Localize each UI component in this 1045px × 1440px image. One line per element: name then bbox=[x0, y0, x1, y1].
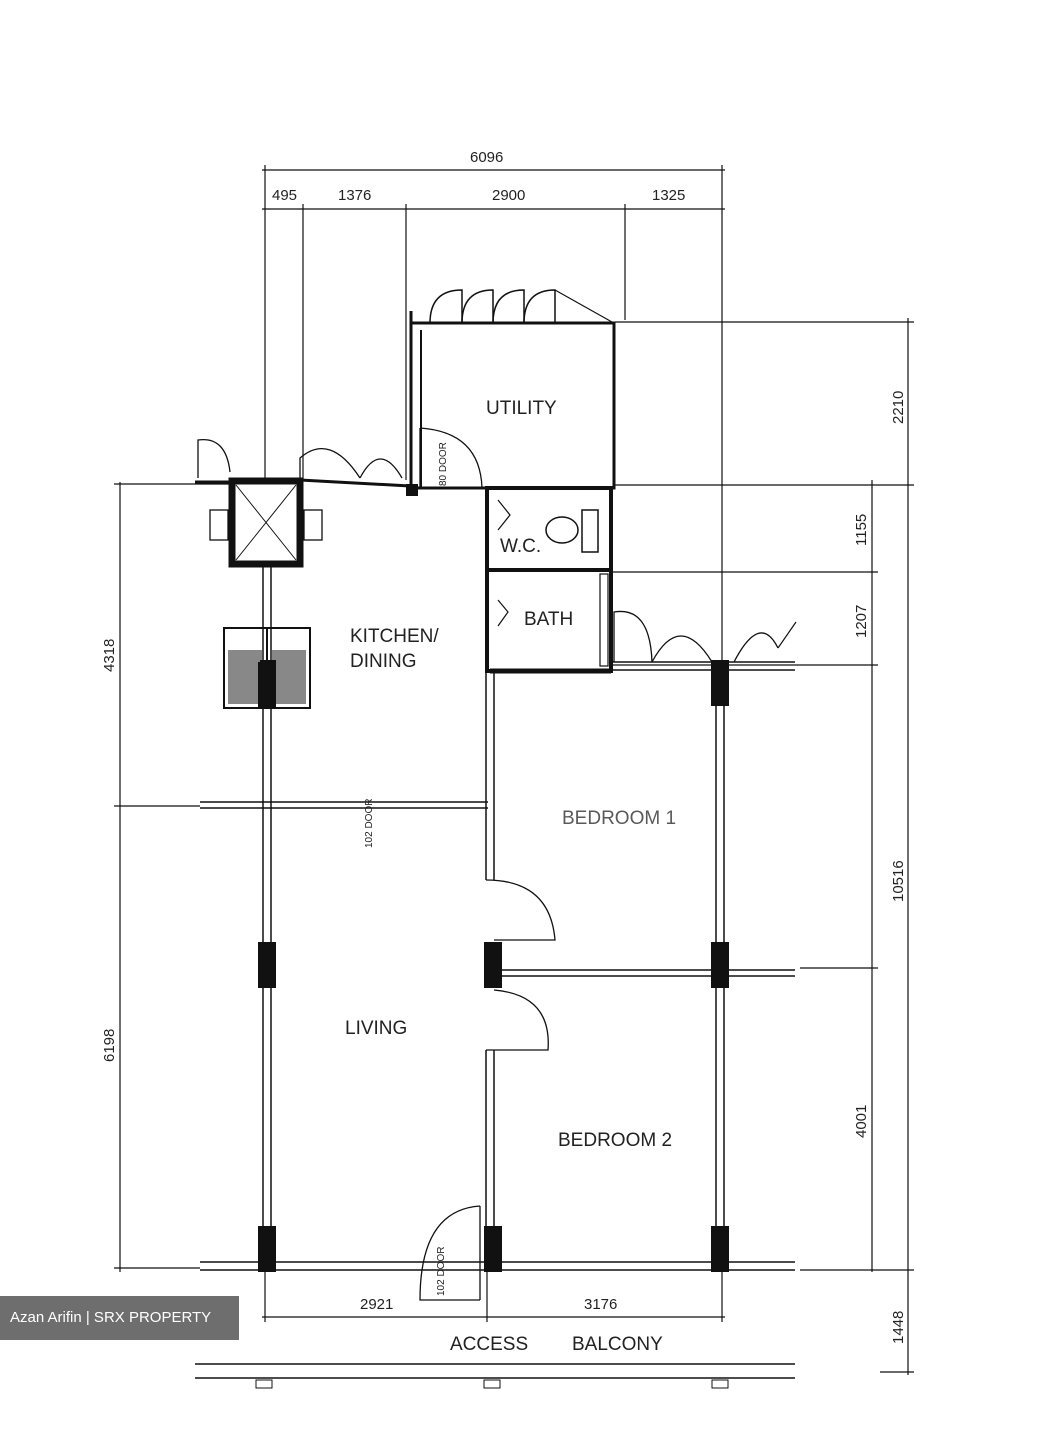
label-wc: W.C. bbox=[500, 536, 541, 557]
label-kitchen-line1: KITCHEN/ bbox=[350, 626, 439, 647]
label-kitchen-line2: DINING bbox=[350, 651, 417, 672]
wc-bath-block bbox=[485, 486, 613, 673]
label-utility: UTILITY bbox=[486, 398, 557, 419]
label-bedroom2: BEDROOM 2 bbox=[558, 1130, 672, 1151]
columns bbox=[255, 660, 729, 1389]
dim-top-total: 6096 bbox=[470, 149, 503, 166]
dim-left-living: 6198 bbox=[101, 1029, 118, 1062]
bedroom1-windows bbox=[613, 610, 797, 663]
dim-right-wc: 1155 bbox=[853, 514, 870, 546]
label-balcony: BALCONY bbox=[572, 1334, 663, 1355]
right-dimension-lines bbox=[610, 318, 914, 1375]
dim-right-utility: 2210 bbox=[890, 391, 907, 424]
dim-top-segment-3: 2900 bbox=[492, 187, 525, 204]
bottom-dimension-lines bbox=[262, 1270, 725, 1322]
dim-bottom-bedroom: 3176 bbox=[584, 1296, 617, 1313]
kitchen-top-window bbox=[195, 438, 411, 488]
dim-left-kitchen: 4318 bbox=[101, 639, 118, 672]
dim-top-segment-4: 1325 bbox=[652, 187, 685, 204]
dim-top-segment-1: 495 bbox=[272, 187, 297, 204]
tag-kitchen-door: 102 DOOR bbox=[364, 799, 375, 848]
dim-right-bath: 1207 bbox=[853, 605, 870, 638]
dim-right-balcony: 1448 bbox=[890, 1311, 907, 1344]
tag-utility-door: 80 DOOR bbox=[438, 442, 449, 486]
dim-right-total: 10516 bbox=[890, 860, 907, 902]
tag-living-door: 102 DOOR bbox=[436, 1247, 447, 1296]
service-shaft bbox=[209, 477, 323, 568]
watermark-credit: Azan Arifin | SRX PROPERTY bbox=[0, 1296, 239, 1340]
dim-bottom-living: 2921 bbox=[360, 1296, 393, 1313]
left-dimension-lines bbox=[114, 482, 232, 1272]
label-living: LIVING bbox=[345, 1018, 407, 1039]
bedroom-doors bbox=[419, 879, 556, 1301]
top-dimension-lines bbox=[262, 165, 725, 665]
dim-top-segment-2: 1376 bbox=[338, 187, 371, 204]
dim-right-bedroom2: 4001 bbox=[853, 1105, 870, 1138]
label-access: ACCESS bbox=[450, 1334, 528, 1355]
label-bedroom1: BEDROOM 1 bbox=[562, 808, 676, 829]
label-bath: BATH bbox=[524, 609, 573, 630]
